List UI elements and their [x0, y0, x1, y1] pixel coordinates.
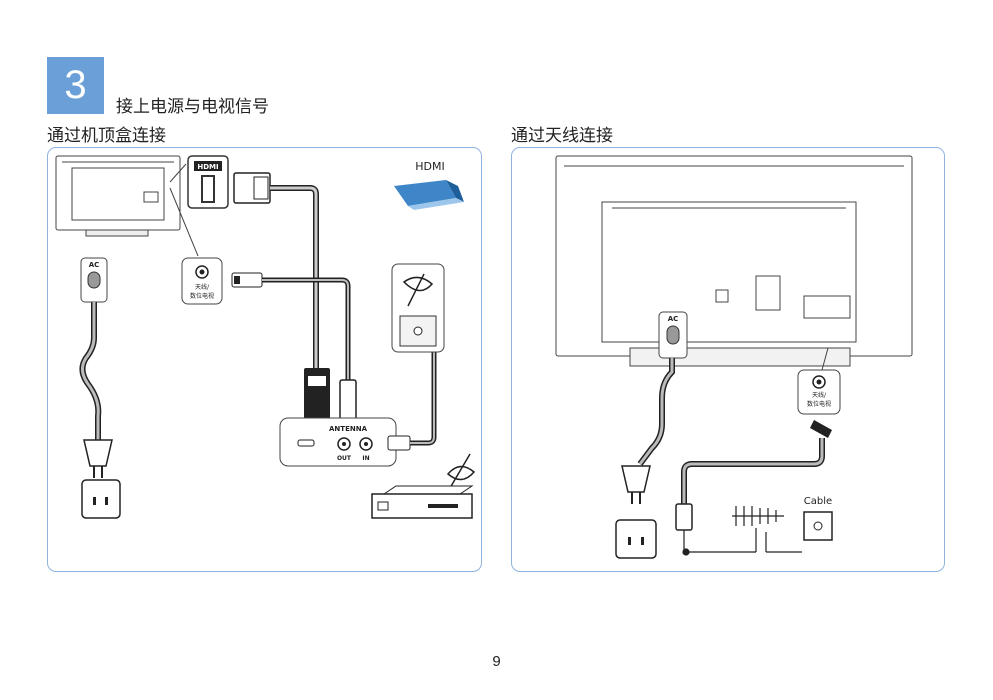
- step-number-badge: 3: [47, 57, 104, 114]
- antenna-port-badge: 天线/ 数位电视: [181, 257, 223, 305]
- power-cable-left: [79, 302, 113, 478]
- hdmi-cable-icon: [394, 180, 464, 210]
- antenna-panel-label: ANTENNA: [329, 425, 368, 433]
- hdmi-port-label: HDMI: [197, 163, 218, 171]
- antenna-port-label-right-line2: 数位电视: [807, 400, 831, 408]
- set-top-box-diagram: AC HDMI 天线/ 数位电视 HDMI: [55, 155, 476, 519]
- antenna-wires: [682, 528, 802, 556]
- wall-power-outlet-left: [81, 479, 121, 519]
- tv-back-large: [555, 155, 913, 367]
- antenna-port-label-line2: 数位电视: [190, 292, 214, 300]
- wall-antenna-outlet: [391, 263, 445, 353]
- section-title-antenna: 通过天线连接: [511, 126, 613, 146]
- step-title: 接上电源与电视信号: [116, 97, 269, 117]
- page-number: 9: [492, 653, 501, 670]
- in-label: IN: [362, 455, 369, 462]
- ac-port-box: AC: [80, 257, 108, 303]
- antenna-port-label-line1: 天线/: [195, 283, 210, 291]
- section-title-set-top-box: 通过机顶盒连接: [47, 126, 166, 146]
- ac-port-box-right: AC: [658, 311, 688, 359]
- out-label: OUT: [337, 455, 352, 462]
- antenna-connection-panel: AC 天线/ 数位电视 Cable: [511, 147, 945, 572]
- coax-cable-antenna: [387, 348, 437, 451]
- ac-label-right: AC: [668, 315, 679, 323]
- hdmi-port-box: HDMI: [187, 155, 229, 209]
- hdmi-label: HDMI: [415, 160, 444, 173]
- set-top-box-panel: ANTENNA OUT IN: [279, 417, 397, 467]
- antenna-port-badge-right: 天线/ 数位电视: [797, 369, 841, 415]
- coax-cable-tv: [231, 272, 357, 421]
- set-top-box-device: [371, 453, 476, 519]
- wall-power-outlet-right: [615, 519, 657, 559]
- cable-wall-outlet: [803, 511, 833, 541]
- tv-back-small: [55, 155, 181, 237]
- antenna-port-label-right-line1: 天线/: [812, 391, 827, 399]
- cable-label: Cable: [804, 496, 832, 507]
- coax-cable-right: [675, 420, 832, 531]
- hdmi-cable: [233, 172, 330, 420]
- antenna-diagram: AC 天线/ 数位电视 Cable: [555, 155, 913, 559]
- power-cable-right: [621, 358, 675, 504]
- antenna-icon: [732, 506, 784, 526]
- ac-label: AC: [89, 261, 100, 269]
- set-top-box-connection-panel: AC HDMI 天线/ 数位电视 HDMI: [47, 147, 482, 572]
